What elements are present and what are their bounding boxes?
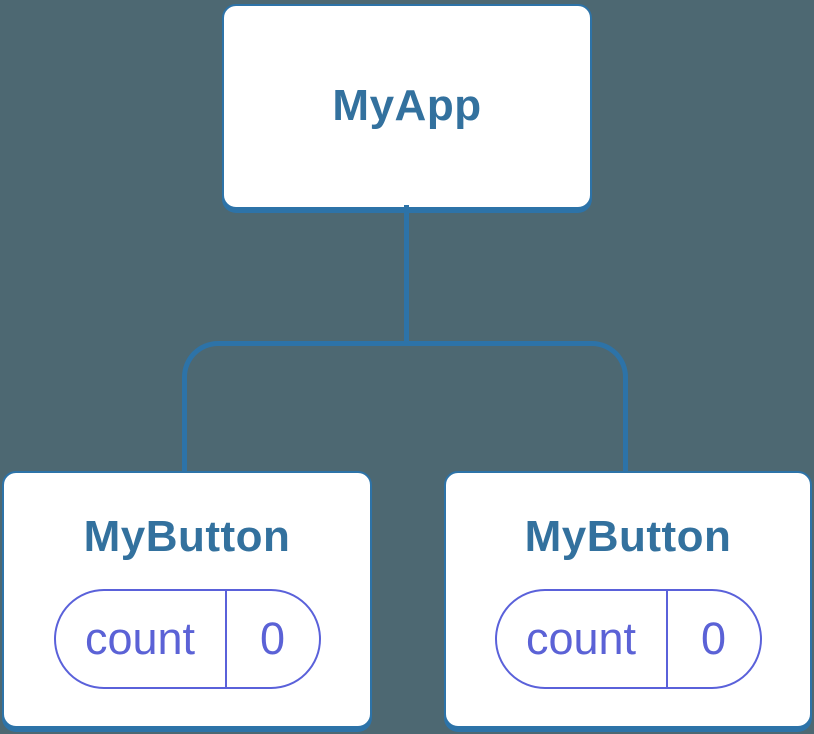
node-myapp: MyApp bbox=[222, 4, 592, 209]
state-value-right: 0 bbox=[700, 613, 727, 665]
connector-root-stem bbox=[404, 205, 409, 346]
state-value-left: 0 bbox=[259, 613, 286, 665]
node-myapp-label: MyApp bbox=[332, 81, 482, 131]
state-key-left: count bbox=[56, 591, 227, 688]
state-pill-right: count 0 bbox=[494, 589, 762, 690]
connector-branch bbox=[182, 341, 628, 471]
state-key-right: count bbox=[497, 591, 668, 688]
node-mybutton-right: MyButton count 0 bbox=[444, 471, 812, 728]
state-pill-left: count 0 bbox=[53, 589, 321, 690]
node-mybutton-left-label: MyButton bbox=[83, 512, 291, 561]
node-mybutton-right-label: MyButton bbox=[524, 512, 732, 561]
node-mybutton-left: MyButton count 0 bbox=[2, 471, 372, 728]
